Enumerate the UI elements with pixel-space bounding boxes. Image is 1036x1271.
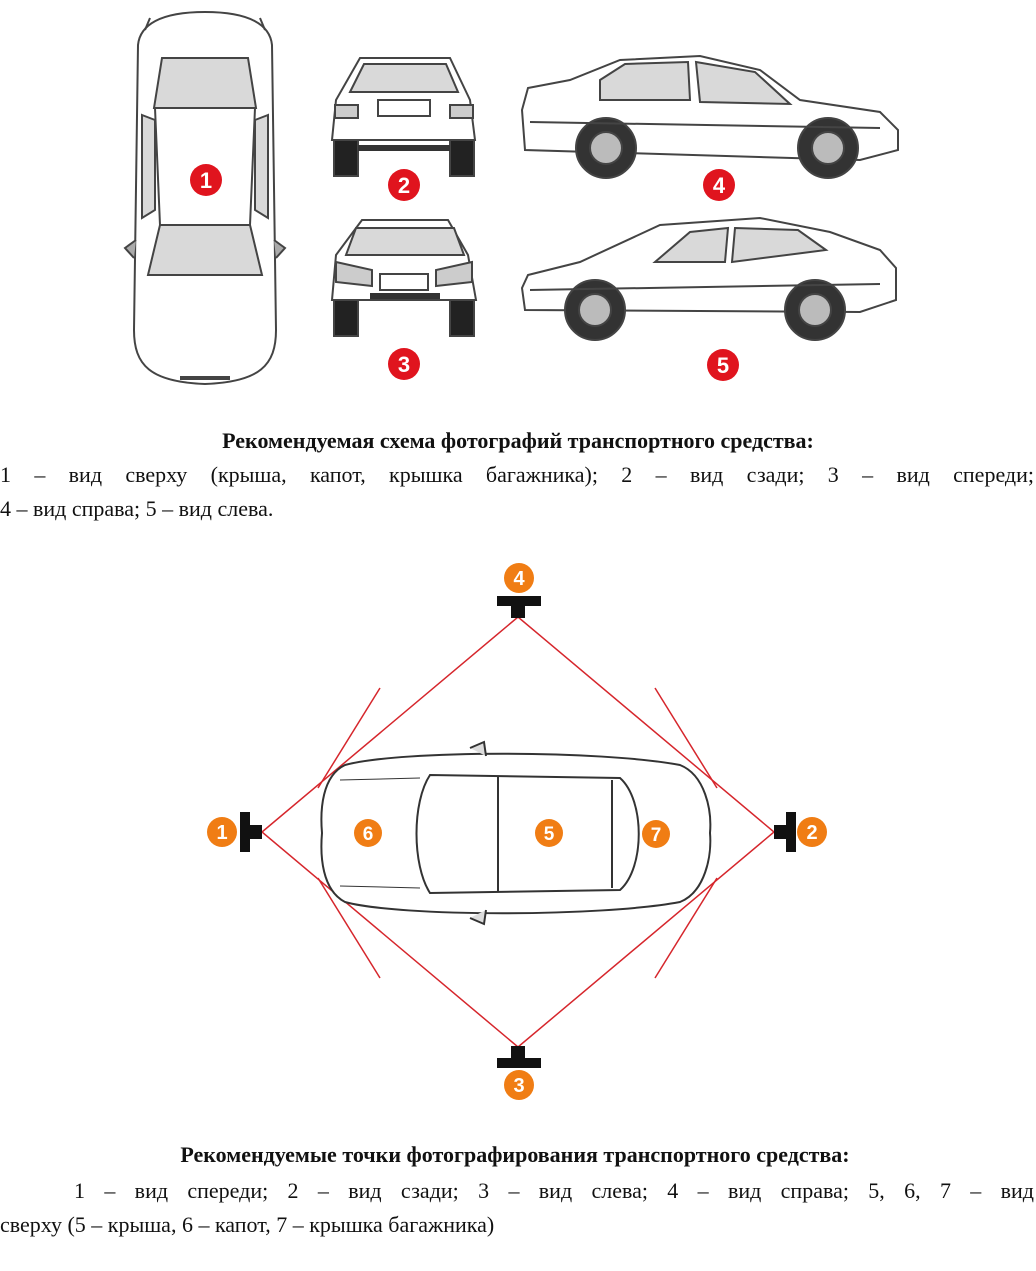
bottom-caption-title: Рекомендуемые точки фотографирования тра… — [180, 1142, 850, 1167]
svg-text:2: 2 — [398, 173, 410, 198]
bottom-caption-line-1: 1 – вид спереди; 2 – вид сзади; 3 – вид … — [74, 1178, 1034, 1203]
svg-text:1: 1 — [216, 822, 227, 844]
svg-text:2: 2 — [806, 822, 817, 844]
svg-text:7: 7 — [651, 825, 662, 846]
badge-right-view: 4 — [703, 169, 735, 201]
camera-badge-4: 4 — [504, 563, 534, 593]
top-caption-title: Рекомендуемая схема фотографий транспорт… — [222, 428, 814, 453]
camera-left — [497, 1046, 541, 1068]
car-rear-view — [330, 57, 477, 177]
top-caption-line-2: 4 – вид справа; 5 – вид слева. — [0, 496, 274, 521]
car-badge-hood: 6 — [354, 819, 382, 847]
svg-text:1: 1 — [200, 168, 212, 193]
car-top-view — [123, 10, 287, 386]
svg-text:6: 6 — [363, 824, 374, 845]
badge-rear-view: 2 — [388, 169, 420, 201]
camera-badge-2: 2 — [797, 817, 827, 847]
badge-top-view: 1 — [190, 164, 222, 196]
camera-rear — [774, 812, 796, 852]
svg-text:4: 4 — [513, 568, 525, 590]
svg-text:5: 5 — [717, 353, 729, 378]
camera-badge-1: 1 — [207, 817, 237, 847]
camera-front — [240, 812, 262, 852]
camera-right — [497, 596, 541, 618]
bottom-caption-line-2: сверху (5 – крыша, 6 – капот, 7 – крышка… — [0, 1212, 495, 1237]
badge-front-view: 3 — [388, 348, 420, 380]
car-front-view — [330, 219, 478, 337]
svg-text:3: 3 — [513, 1075, 524, 1097]
camera-badge-3: 3 — [504, 1070, 534, 1100]
car-top-outline — [320, 740, 712, 926]
top-caption-line-1: 1 – вид сверху (крыша, капот, крышка баг… — [0, 462, 1034, 487]
car-right-side-view — [520, 54, 899, 179]
camera-scheme-diagram: 1 2 3 4 6 5 7 — [207, 563, 827, 1100]
svg-text:5: 5 — [544, 824, 555, 845]
car-badge-roof: 5 — [535, 819, 563, 847]
svg-text:4: 4 — [713, 173, 726, 198]
car-badge-trunk: 7 — [642, 820, 670, 848]
car-views-illustration: 1 2 3 4 5 — [123, 10, 899, 386]
car-left-side-view — [520, 216, 897, 341]
badge-left-view: 5 — [707, 349, 739, 381]
svg-text:3: 3 — [398, 352, 410, 377]
